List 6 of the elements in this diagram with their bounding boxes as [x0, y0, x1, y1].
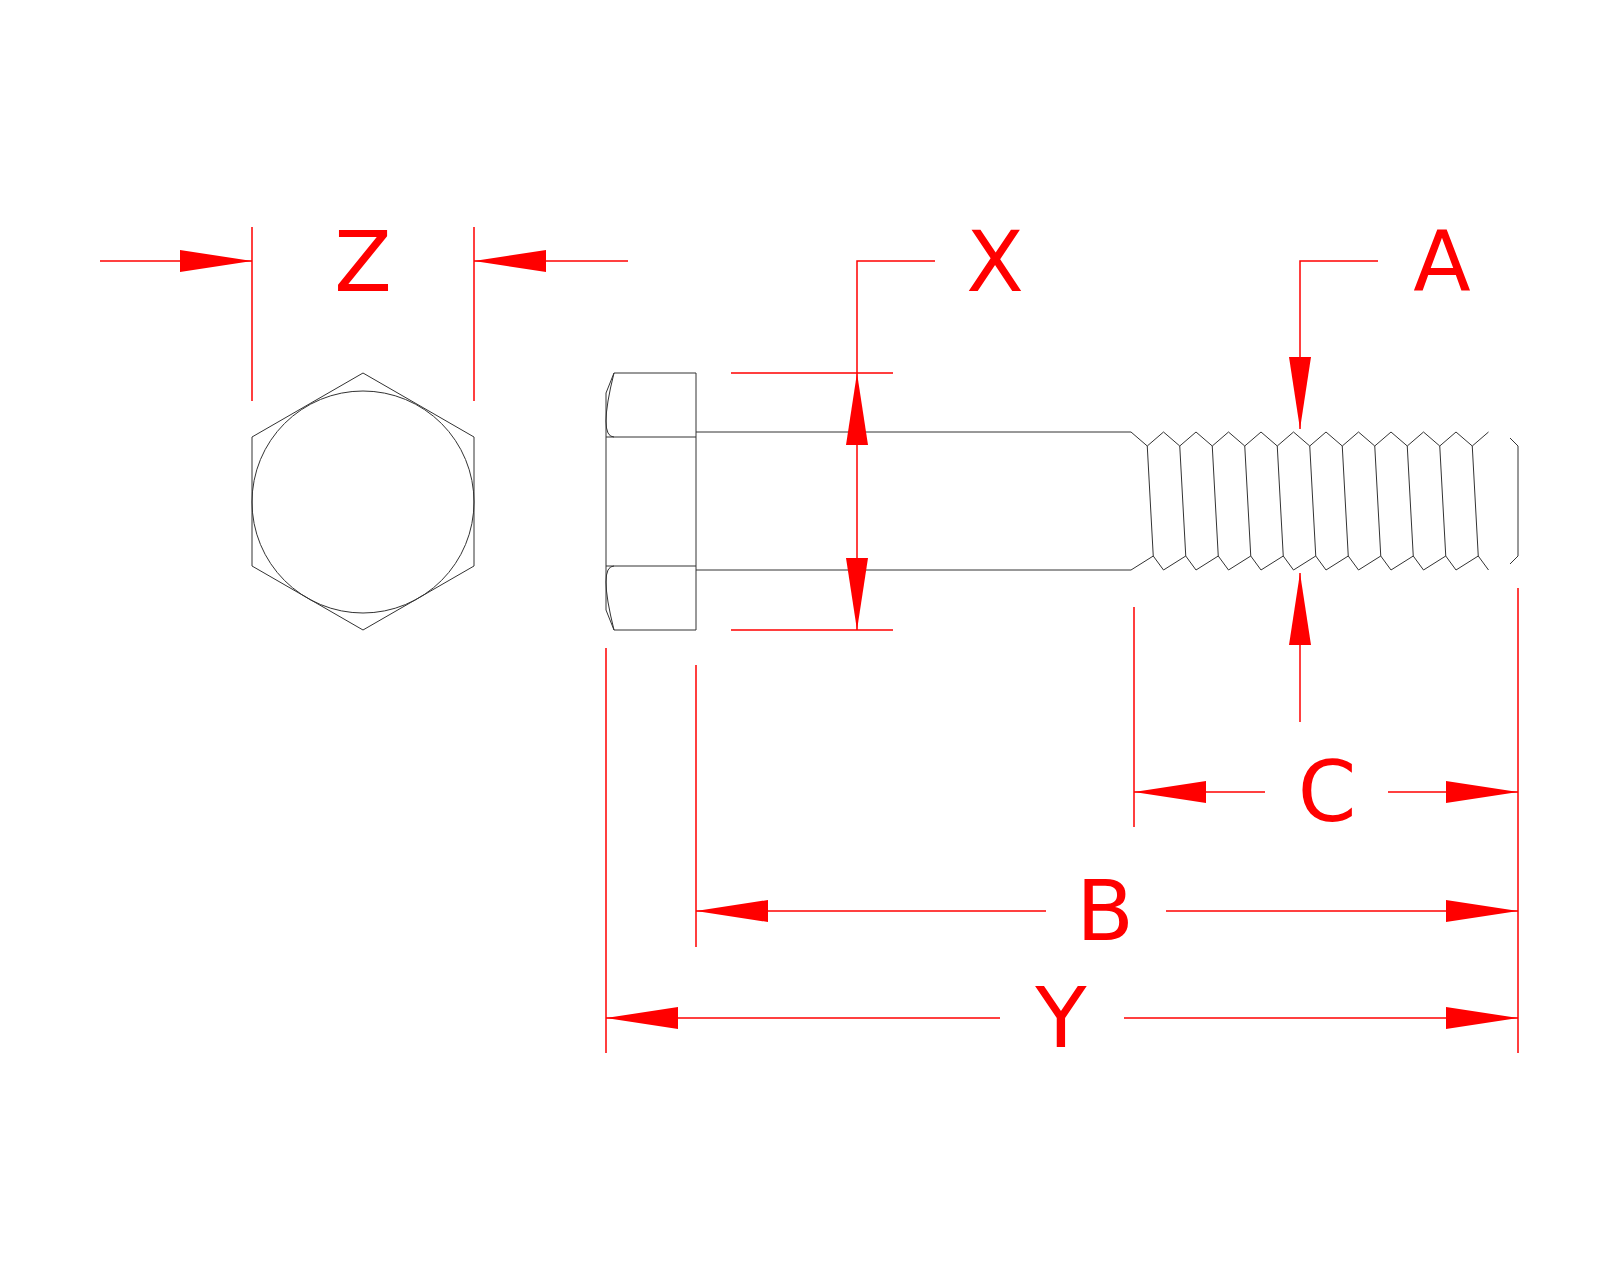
dimension-label: Z — [334, 220, 392, 304]
dimension-label: Y — [1035, 976, 1087, 1060]
dimension-label: B — [1076, 869, 1134, 953]
dimension-label: X — [966, 220, 1024, 304]
dimension-label: A — [1413, 220, 1471, 304]
dimension-label: C — [1297, 750, 1357, 834]
